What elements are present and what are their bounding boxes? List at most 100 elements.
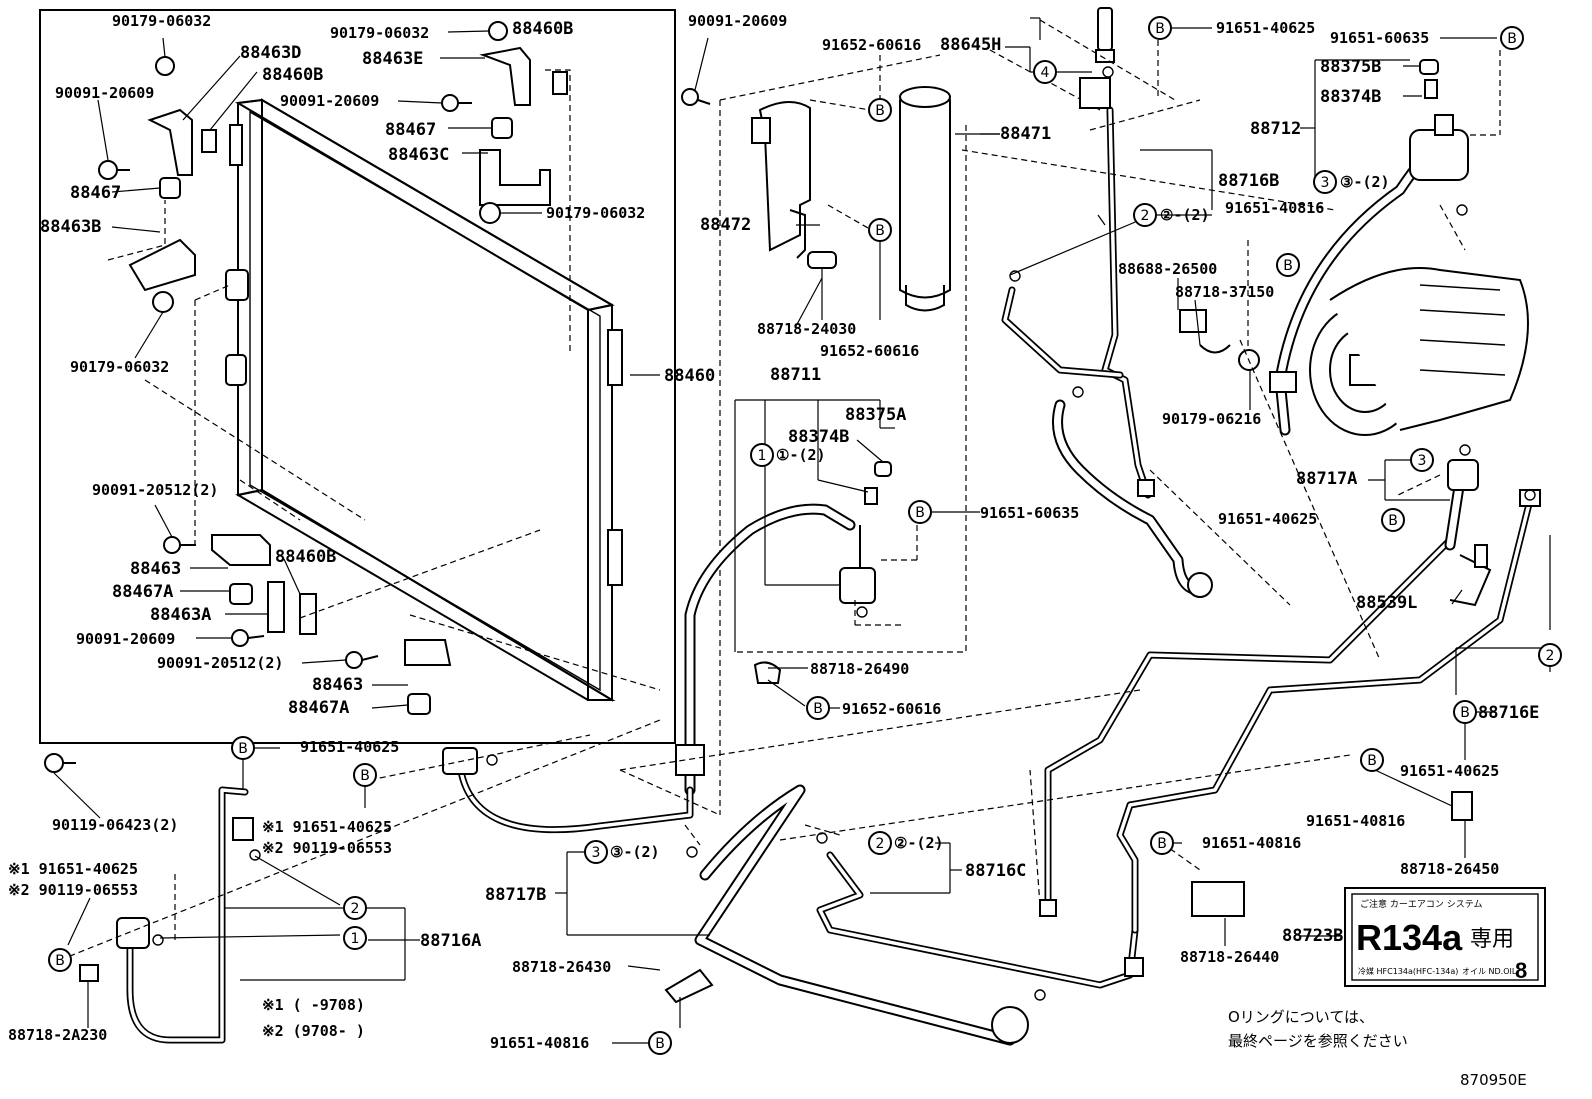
part-label: 88716C xyxy=(965,861,1026,881)
b-marker-icon: B xyxy=(231,736,255,760)
part-label: 88716B xyxy=(1218,171,1279,191)
svg-text:8: 8 xyxy=(1515,958,1527,983)
part-label: 88375B xyxy=(1320,57,1381,77)
svg-text:2: 2 xyxy=(351,901,360,917)
part-label: 88460B xyxy=(275,547,336,567)
part-label: 88717B xyxy=(485,885,546,905)
pipe-88717B xyxy=(694,784,1029,1046)
svg-text:B: B xyxy=(360,768,370,784)
part-label: 88463B xyxy=(40,217,101,237)
o-rings xyxy=(152,66,1536,1001)
svg-text:B: B xyxy=(238,741,248,757)
svg-text:B: B xyxy=(1388,513,1398,529)
part-label: 91652-60616 xyxy=(822,36,921,54)
b-marker-icon: B xyxy=(353,763,377,787)
part-label: 91651-40816 xyxy=(1202,834,1301,852)
part-label: 88711 xyxy=(770,365,821,385)
part-label: 90091-20512(2) xyxy=(92,481,218,499)
svg-text:2: 2 xyxy=(876,836,885,852)
part-label: 88463A xyxy=(150,605,211,625)
part-label: 88718-26450 xyxy=(1400,860,1499,878)
part-label: 88718-37150 xyxy=(1175,283,1274,301)
b-marker-icon: B xyxy=(1276,253,1300,277)
b-marker-icon: B xyxy=(1453,700,1477,724)
part-label: 88539L xyxy=(1356,593,1417,613)
part-label: 91651-40816 xyxy=(490,1034,589,1052)
part-label: 88460 xyxy=(664,366,715,386)
part-label: 88718-26490 xyxy=(810,660,909,678)
part-label: 90179-06032 xyxy=(112,12,211,30)
pressure-switch xyxy=(1030,7,1115,63)
pipe-88711 xyxy=(675,503,876,796)
part-label: 91651-40816 xyxy=(1306,812,1405,830)
svg-text:B: B xyxy=(1157,836,1167,852)
part-label: 90179-06032 xyxy=(70,358,169,376)
part-label: 88375A xyxy=(845,405,906,425)
pipe-88716A xyxy=(79,747,694,1044)
svg-text:B: B xyxy=(1155,21,1165,37)
part-label: 91651-40625 xyxy=(1400,762,1499,780)
svg-text:2: 2 xyxy=(1141,208,1150,224)
svg-text:②-(2): ②-(2) xyxy=(1160,206,1210,224)
condenser-core xyxy=(225,98,623,702)
part-label: 91652-60616 xyxy=(820,342,919,360)
callout-1: 1 xyxy=(343,926,367,950)
numbered-callouts: 4 1 2 3 3 2 3 2 2 1 xyxy=(343,60,1562,950)
footer-note-line2: 最終ページを参照ください xyxy=(1228,1032,1408,1050)
part-label: 90179-06032 xyxy=(546,204,645,222)
callout-2: 2 xyxy=(343,896,367,920)
b-marker-icon: B xyxy=(806,696,830,720)
svg-text:1: 1 xyxy=(758,448,767,464)
callout-3: 3 xyxy=(584,840,608,864)
svg-text:B: B xyxy=(55,953,65,969)
condenser-leaders xyxy=(53,30,660,819)
svg-text:①-(2): ①-(2) xyxy=(776,446,826,464)
svg-text:B: B xyxy=(915,505,925,521)
part-label: 88463C xyxy=(388,145,449,165)
svg-text:4: 4 xyxy=(1041,65,1050,81)
part-label: 88463 xyxy=(312,675,363,695)
condenser-dashes xyxy=(107,69,661,691)
b-marker-icon: B xyxy=(868,218,892,242)
svg-text:B: B xyxy=(655,1036,665,1052)
part-label: 88460B xyxy=(512,19,573,39)
part-label: 88467A xyxy=(288,698,349,718)
part-label: 88463 xyxy=(130,559,181,579)
part-label: 88471 xyxy=(1000,124,1051,144)
svg-text:3: 3 xyxy=(1418,453,1427,469)
part-label: 90091-20609 xyxy=(55,84,154,102)
right-leaders xyxy=(67,27,1551,1044)
svg-text:冷媒 HFC134a(HFC-134a): 冷媒 HFC134a(HFC-134a) xyxy=(1358,966,1458,976)
part-label: ※2 90119-06553 xyxy=(8,881,138,899)
svg-text:専用: 専用 xyxy=(1470,927,1514,952)
part-label: 88467A xyxy=(112,582,173,602)
part-label: 91651-40625 xyxy=(300,738,399,756)
svg-text:3: 3 xyxy=(1321,175,1330,191)
b-markers: B B B B B B B B B B B B B B B xyxy=(48,16,1524,1055)
part-label: 88467 xyxy=(70,183,121,203)
callout-3: 3 xyxy=(1313,170,1337,194)
part-label: 88716E xyxy=(1478,703,1539,723)
part-label: ※2 90119-06553 xyxy=(262,839,392,857)
part-label: 90179-06032 xyxy=(330,24,429,42)
part-label: 88472 xyxy=(700,215,751,235)
svg-text:オイル ND.OIL: オイル ND.OIL xyxy=(1462,967,1517,976)
b-marker-icon: B xyxy=(1500,26,1524,50)
part-label: 88718-2A230 xyxy=(8,1026,107,1044)
b-marker-icon: B xyxy=(648,1031,672,1055)
part-label: 88460B xyxy=(262,65,323,85)
svg-text:③-(2): ③-(2) xyxy=(1340,173,1390,191)
part-label: 90091-20609 xyxy=(76,630,175,648)
pipe-88716B xyxy=(1001,77,1155,499)
part-label: 88374B xyxy=(1320,87,1381,107)
b-marker-icon: B xyxy=(1150,831,1174,855)
part-labels: 90179-06032 88463D 88460B 90091-20609 88… xyxy=(8,12,1539,1052)
b-marker-icon: B xyxy=(48,948,72,972)
part-label: 88712 xyxy=(1250,119,1301,139)
part-label: ※1 91651-40625 xyxy=(262,818,392,836)
part-label: 91651-60635 xyxy=(1330,29,1429,47)
receiver-dryer xyxy=(751,86,951,312)
part-label: 90091-20609 xyxy=(280,92,379,110)
part-label: ※1 91651-40625 xyxy=(8,860,138,878)
part-label: 90091-20512(2) xyxy=(157,654,283,672)
